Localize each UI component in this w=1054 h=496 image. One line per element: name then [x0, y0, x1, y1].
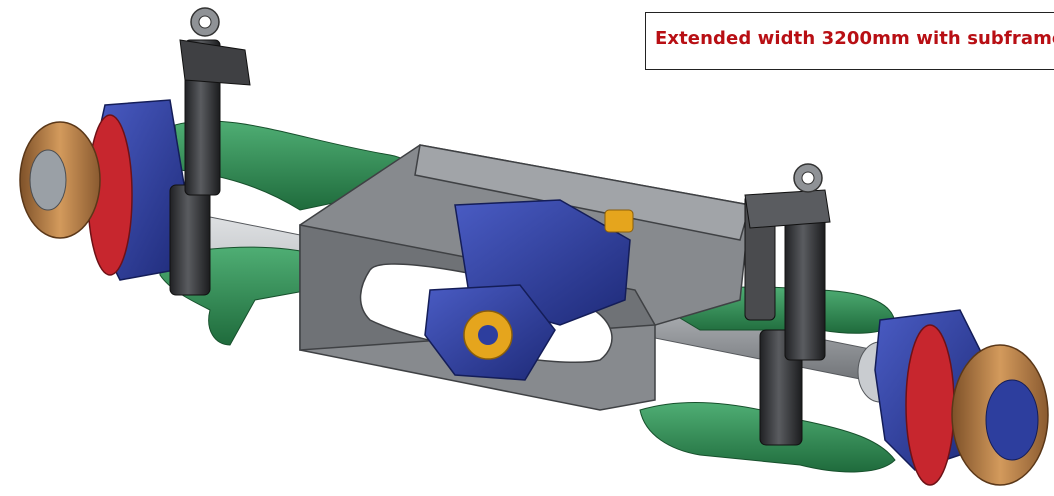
caption-text: Extended width 3200mm with subframe: [655, 28, 1054, 49]
caption-box: Extended width 3200mm with subframe: [645, 12, 1054, 70]
right-wheel-hub: [951, 344, 1049, 486]
right-brake-disc: [905, 324, 955, 486]
differential-gearbox: [424, 199, 634, 381]
right-damper: [744, 163, 831, 446]
left-wheel-hub: [19, 121, 101, 239]
left-damper: [169, 7, 251, 296]
